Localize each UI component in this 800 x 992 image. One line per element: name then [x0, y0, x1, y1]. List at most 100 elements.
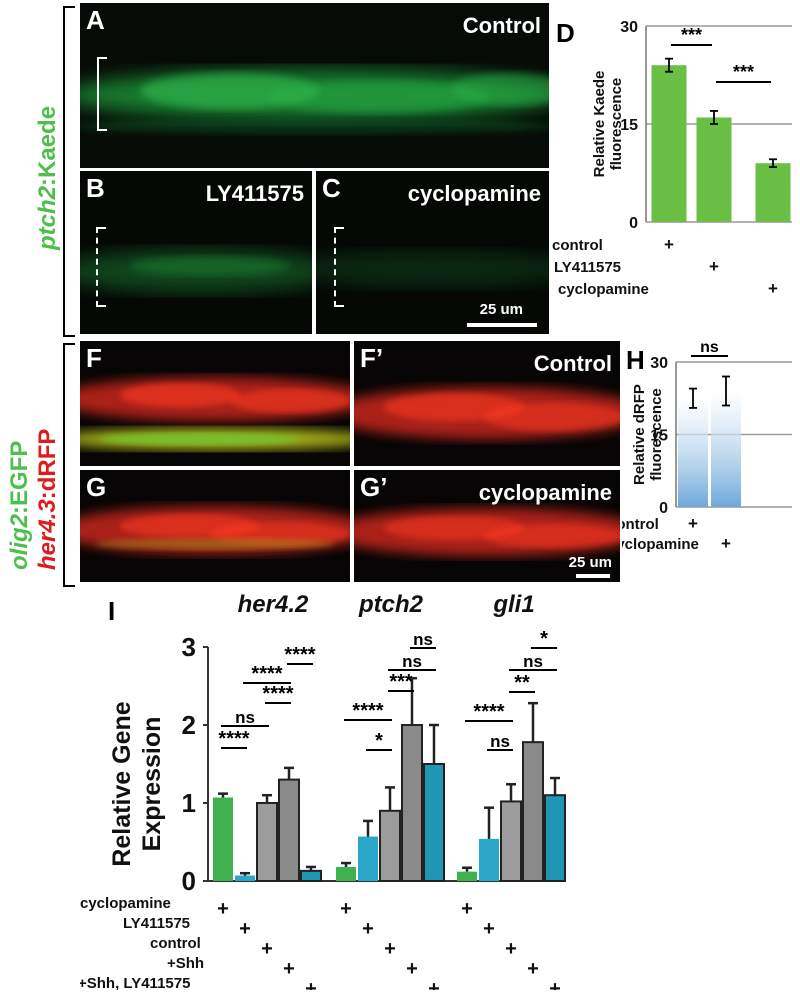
panel-c-fluorescence [316, 171, 549, 334]
gene-title-her4-2: her4.2 [238, 591, 309, 618]
i-plus-2-1: + [483, 918, 495, 940]
bar-her4-2-1 [235, 875, 255, 881]
gene-title-gli1: gli1 [492, 591, 534, 618]
panel-f-prime-condition: Control [533, 351, 612, 376]
i-plus-2-2: + [505, 938, 517, 960]
panel-b-condition: LY411575 [205, 181, 304, 206]
y-tick-label-0: 0 [659, 500, 668, 517]
panel-g-prime-letter: G’ [360, 472, 388, 502]
bar-gli1-4 [544, 794, 566, 882]
panel-g-letter: G [86, 472, 107, 502]
i-sig-label-0-0: **** [218, 728, 249, 750]
panel-b-fluorescence [80, 171, 312, 334]
treatment-plus-0: + [664, 235, 674, 254]
panel-f-image: F [80, 341, 350, 466]
treatment-label-cyclopamine: cyclopamine [622, 536, 699, 553]
i-sig-label-1-3: ns [402, 652, 422, 671]
panel-g-prime-condition: cyclopamine [478, 480, 612, 505]
bar-ptch2-3 [401, 724, 423, 882]
bar-gli1-1 [479, 838, 499, 881]
treatment-plus-0: + [688, 514, 698, 533]
panel-a-bracket [97, 57, 107, 131]
panel-b-bracket [96, 227, 106, 307]
i-treatment-label-3: +Shh [167, 955, 204, 972]
panel-f-prime-letter: F’ [360, 343, 384, 373]
bar-ptch2-2 [379, 809, 401, 882]
y-tick-label-2: 30 [620, 19, 638, 36]
i-sig-label-2-2: ** [514, 672, 530, 694]
i-plus-1-4: + [428, 978, 440, 990]
i-treatment-label-1: LY411575 [123, 915, 190, 932]
i-plus-1-1: + [362, 918, 374, 940]
panel-f-prime-fluorescence [354, 341, 620, 466]
panel-f-prime-image: F’ Control [354, 341, 620, 466]
bar-control [651, 65, 687, 222]
panel-i-letter: I [108, 596, 116, 626]
i-plus-2-3: + [527, 958, 539, 980]
i-plus-1-2: + [384, 938, 396, 960]
significance-label-0: ns [700, 340, 719, 356]
y-tick-label-1: 15 [620, 117, 638, 134]
i-sig-label-0-2: **** [262, 683, 293, 705]
i-treatment-label-2: control [150, 935, 201, 952]
i-treatment-label-4: +Shh, LY411575 [80, 975, 190, 990]
significance-label-0: *** [681, 25, 702, 45]
olig2-her43-label: olig2:EGFP her4.3:dRFP [6, 428, 61, 570]
ptch2-kaede-label: ptch2:Kaede [34, 105, 61, 250]
bar-ptch2-1 [358, 836, 378, 881]
bar-gli1-2 [500, 800, 522, 882]
treatment-label-control: control [622, 516, 659, 533]
bar-ly411575 [696, 117, 732, 222]
i-plus-0-0: + [217, 898, 229, 920]
i-sig-label-1-1: **** [352, 700, 383, 722]
i-sig-label-2-1: **** [473, 701, 504, 723]
y-tick-label-2: 30 [650, 355, 668, 372]
i-plus-1-0: + [340, 898, 352, 920]
i-plus-2-4: + [549, 978, 561, 990]
panel-h-letter: H [626, 345, 645, 375]
y-axis-label: Relative Kaedefluorescence [591, 71, 625, 178]
panel-g-fluorescence [80, 470, 350, 582]
i-plus-0-1: + [239, 918, 251, 940]
panel-b-letter: B [86, 173, 105, 203]
i-sig-label-2-4: * [540, 628, 548, 650]
panel-c-bracket [334, 227, 344, 307]
panel-a-letter: A [86, 5, 105, 35]
treatment-label-control: control [552, 237, 603, 254]
treatment-plus-1: + [709, 257, 719, 276]
y-axis-label: Relative dRFPfluorescence [631, 384, 665, 485]
i-treatment-label-0: cyclopamine [80, 895, 171, 912]
bar-her4-2-0 [213, 797, 233, 881]
i-y-axis-label: Relative GeneExpression [108, 701, 166, 866]
i-y-tick-label-2: 2 [182, 710, 196, 740]
i-sig-label-2-3: ns [523, 652, 543, 671]
panel-g-image: G [80, 470, 350, 582]
treatment-label-ly411575: LY411575 [554, 259, 621, 276]
i-plus-2-0: + [461, 898, 473, 920]
bar-control [678, 398, 708, 507]
bar-her4-2-2 [256, 802, 278, 882]
bar-her4-2-3 [278, 778, 300, 883]
i-sig-label-1-0: * [375, 730, 383, 752]
i-plus-0-3: + [283, 958, 295, 980]
panel-c-letter: C [322, 173, 341, 203]
panel-a-fluorescence [80, 3, 549, 168]
gene-title-ptch2: ptch2 [358, 591, 424, 618]
bar-her4-2-4 [300, 869, 322, 882]
scale-bar-g-label: 25 um [568, 554, 612, 571]
bar-gli1-3 [522, 741, 544, 882]
panel-c-image: C cyclopamine 25 um [316, 171, 549, 334]
i-y-tick-label-3: 3 [182, 632, 196, 662]
scale-bar-c-label: 25 um [479, 301, 523, 318]
panel-f-fluorescence [80, 341, 350, 466]
y-tick-label-0: 0 [629, 215, 638, 232]
i-plus-0-2: + [261, 938, 273, 960]
scale-bar-g [576, 574, 610, 578]
olig2-her43-group-bracket [63, 343, 75, 587]
treatment-plus-1: + [721, 534, 731, 553]
i-sig-label-0-3: **** [251, 663, 282, 685]
i-plus-1-3: + [406, 958, 418, 980]
